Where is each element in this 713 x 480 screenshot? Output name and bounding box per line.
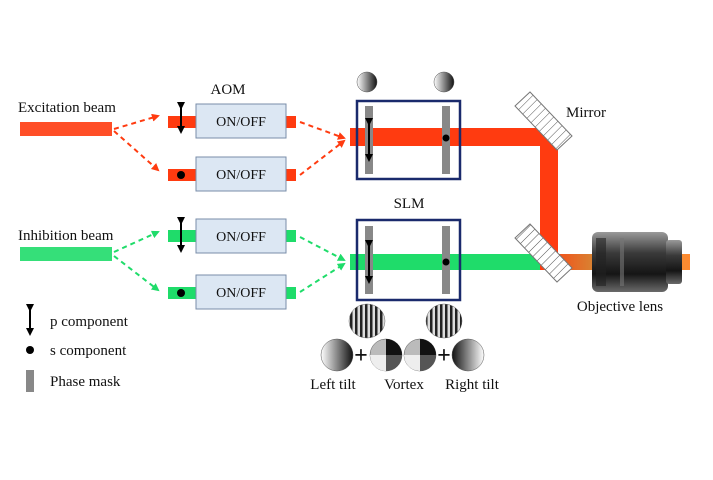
slm-top [355,99,462,181]
s-component-dot-icon [177,171,185,179]
legend-p-label: p component [50,314,129,330]
aom-box-2-label: ON/OFF [216,168,266,183]
fringe-pattern-right-icon [425,303,463,339]
left-tilt-mask-icon [320,338,354,372]
excitation-beam-input [20,122,112,136]
phase-mask-patterns: + + [320,303,485,372]
mirror-label: Mirror [566,105,606,121]
inhibition-beam-label: Inhibition beam [18,228,114,244]
mirror-top [514,91,573,151]
aom-box-3-label: ON/OFF [216,230,266,245]
slm-label: SLM [394,196,425,212]
aom-box-1: ON/OFF [195,103,287,139]
inhibition-beam-input [20,247,112,261]
s-component-dot-icon [442,258,450,266]
legend-mask-label: Phase mask [50,374,121,390]
vertical-beam-excitation [540,128,558,256]
s-component-dot-icon [442,134,450,142]
split-arrows-inhibition [113,230,160,292]
mirror-bottom [514,223,573,283]
objective-lens-label: Objective lens [577,299,663,315]
excitation-beam-label: Excitation beam [18,100,116,116]
slm-bottom [355,218,462,302]
aom-box-2: ON/OFF [195,156,287,192]
objective-lens-icon [592,232,682,292]
merge-arrows-excitation [299,121,346,176]
legend-s-label: s component [50,343,127,359]
vortex-label: Vortex [384,377,424,393]
aom-box-1-label: ON/OFF [216,115,266,130]
aom-box-4-label: ON/OFF [216,286,266,301]
aom-box-4: ON/OFF [195,274,287,310]
legend-mask-icon [26,370,34,392]
right-tilt-label: Right tilt [445,377,500,393]
plus-icon: + [354,343,368,369]
merge-arrows-inhibition [299,236,346,293]
fringe-pattern-left-icon [348,303,386,339]
aom-box-3: ON/OFF [195,218,287,254]
right-tilt-mask-icon [451,338,485,372]
slm-beam-excitation [350,128,558,146]
plus-icon: + [437,343,451,369]
split-arrows-excitation [113,113,160,172]
left-tilt-label: Left tilt [310,377,356,393]
legend-s-icon [26,346,34,354]
legend: p component s component Phase mask [26,304,129,392]
tilt-sphere-icon [433,71,455,93]
s-component-dot-icon [177,289,185,297]
tilt-sphere-icon [356,71,378,93]
aom-label: AOM [210,82,245,98]
